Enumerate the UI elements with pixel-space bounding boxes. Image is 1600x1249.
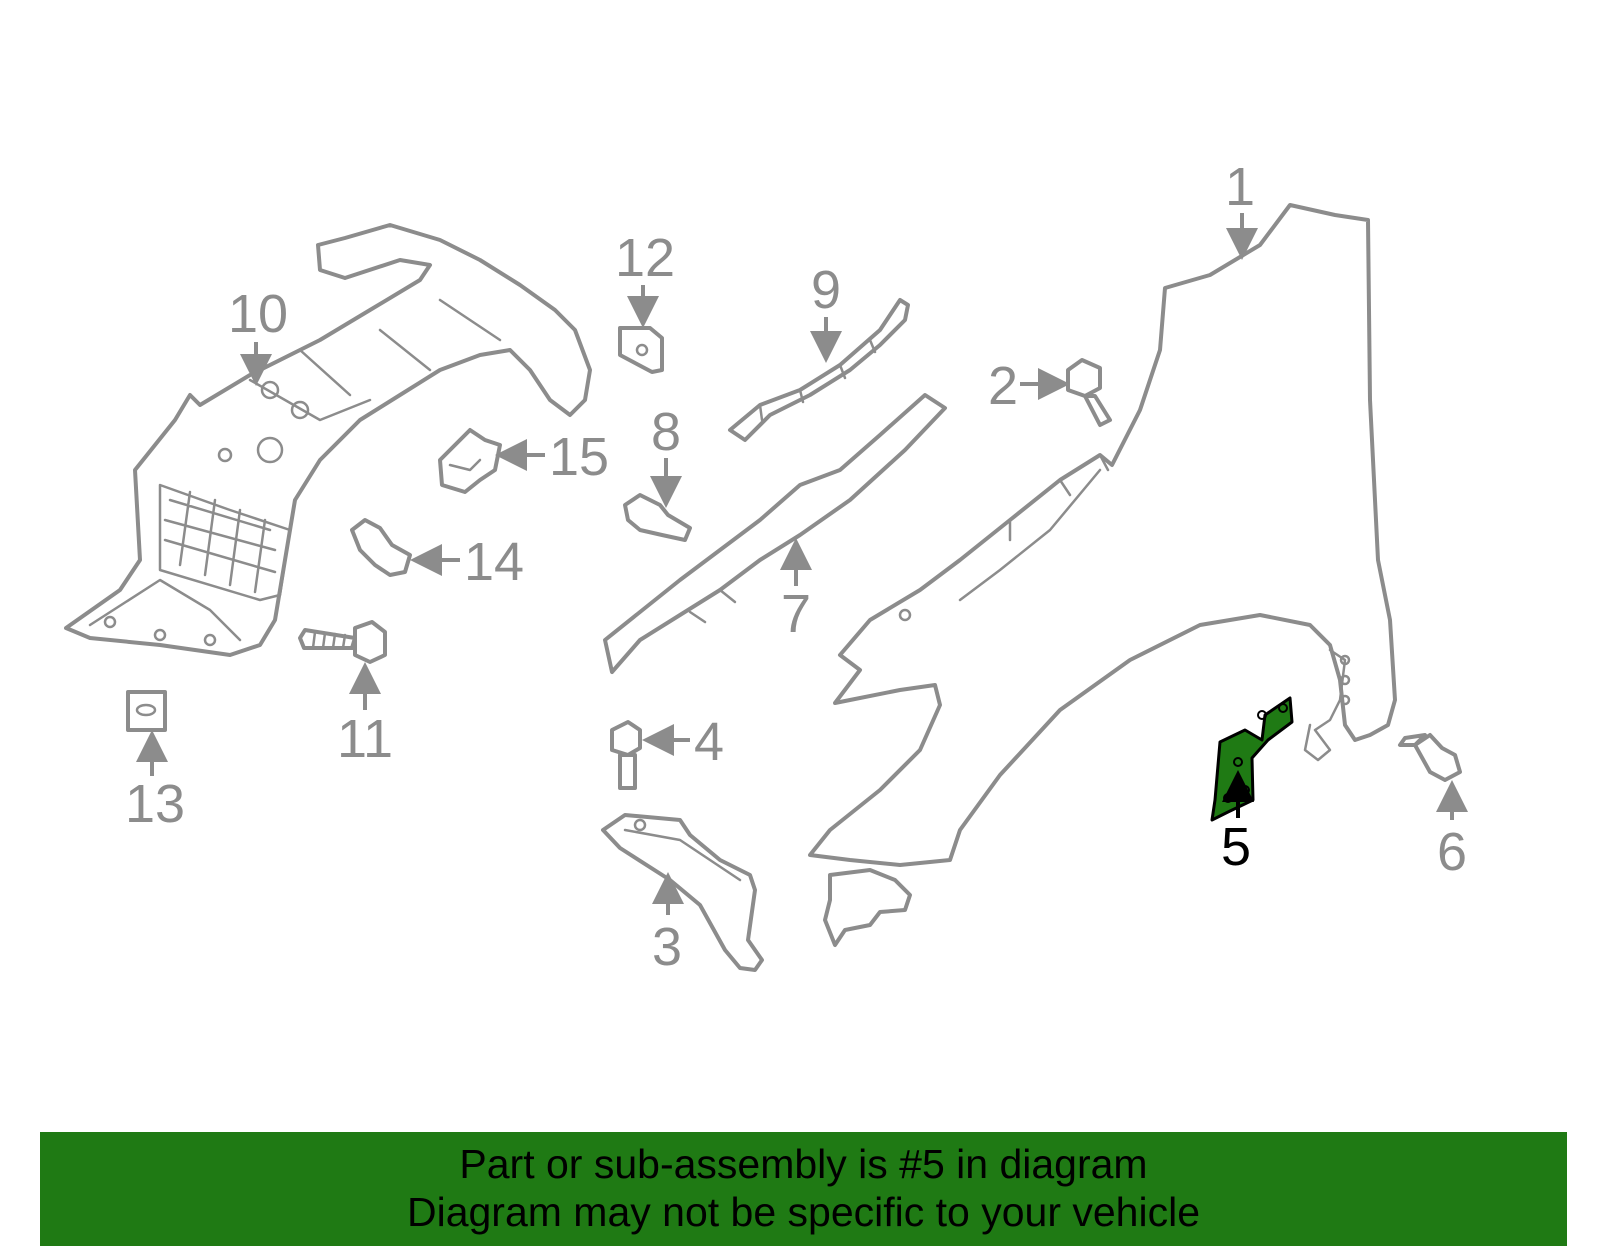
- rivet-part-8[interactable]: [623, 493, 692, 542]
- callout-8: 8: [651, 402, 681, 462]
- callout-1: 1: [1225, 157, 1255, 217]
- clip-part-15[interactable]: [438, 428, 502, 494]
- callout-13: 13: [125, 774, 185, 834]
- bolt-part-6[interactable]: [1398, 733, 1462, 782]
- callout-5: 5: [1221, 817, 1251, 877]
- callout-7: 7: [781, 584, 811, 644]
- callout-4: 4: [694, 712, 724, 772]
- callout-2: 2: [988, 356, 1018, 416]
- bracket-part-5-highlighted[interactable]: [1210, 696, 1294, 822]
- bolt-part-4[interactable]: [610, 720, 642, 790]
- clip-part-12[interactable]: [618, 326, 664, 374]
- seal-strip-part-7[interactable]: [603, 393, 947, 674]
- info-banner: Part or sub-assembly is #5 in diagram Di…: [40, 1132, 1567, 1246]
- callout-14: 14: [464, 532, 524, 592]
- callout-12: 12: [615, 228, 675, 288]
- callout-9: 9: [811, 260, 841, 320]
- callout-3: 3: [652, 917, 682, 977]
- bracket-part-3[interactable]: [601, 813, 764, 972]
- callout-15: 15: [549, 427, 609, 487]
- push-clip-part-14[interactable]: [350, 518, 412, 577]
- molding-part-9[interactable]: [728, 298, 910, 442]
- callout-10: 10: [228, 284, 288, 344]
- banner-line-1: Part or sub-assembly is #5 in diagram: [459, 1141, 1148, 1187]
- fender-part-1[interactable]: [808, 203, 1397, 947]
- bolt-part-2[interactable]: [1066, 358, 1112, 427]
- callout-6: 6: [1437, 822, 1467, 882]
- pad-part-13[interactable]: [126, 690, 167, 732]
- callout-11: 11: [337, 709, 393, 769]
- banner-line-2: Diagram may not be specific to your vehi…: [406, 1189, 1200, 1235]
- screw-part-11[interactable]: [298, 620, 387, 664]
